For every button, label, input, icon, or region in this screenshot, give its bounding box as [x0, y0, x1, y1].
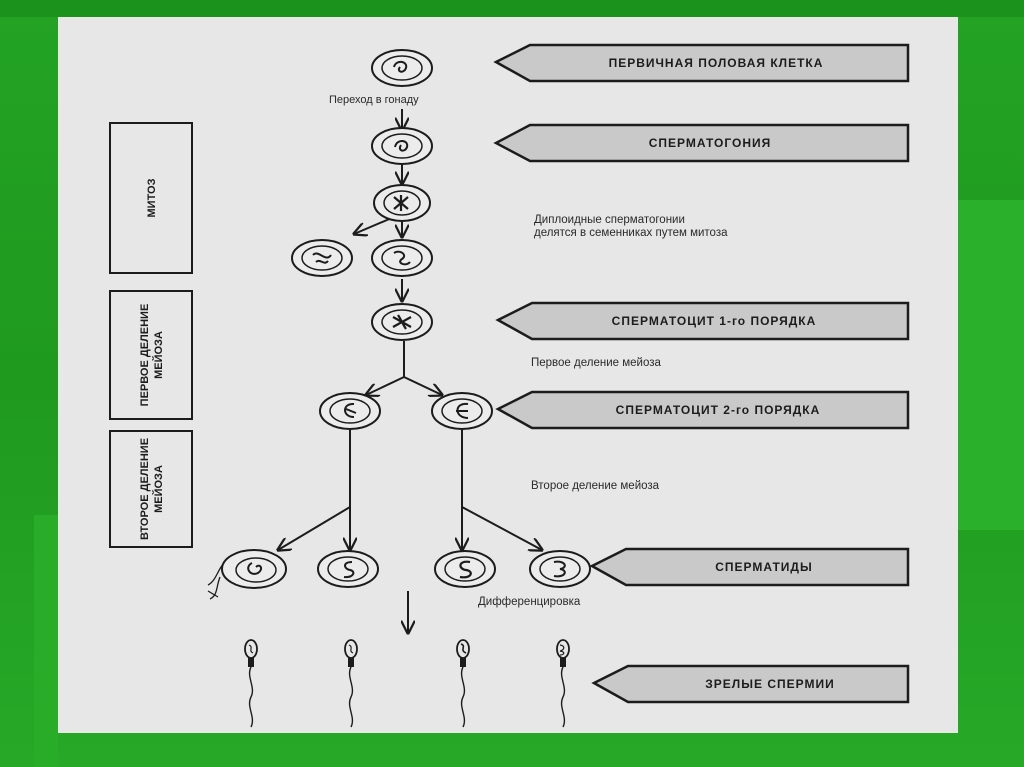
banner-spermatocyte-2-label: СПЕРМАТОЦИТ 2-го ПОРЯДКА [616, 403, 821, 417]
label-diploid-line1: Диплоидные сперматогонии [534, 214, 685, 226]
banner-spermatocyte-1: СПЕРМАТОЦИТ 1-го ПОРЯДКА [495, 301, 910, 341]
spermatogenesis-diagram: МИТОЗ ПЕРВОЕ ДЕЛЕНИЕ МЕЙОЗА ВТОРОЕ ДЕЛЕН… [109, 43, 910, 728]
background-band-top [0, 0, 1024, 17]
diagram-slide: МИТОЗ ПЕРВОЕ ДЕЛЕНИЕ МЕЙОЗА ВТОРОЕ ДЕЛЕН… [58, 17, 958, 733]
cells [207, 49, 591, 600]
banner-spermatids-label: СПЕРМАТИДЫ [715, 560, 812, 574]
cell-spermatogonium-right [371, 239, 433, 277]
banner-mature-sperm-label: ЗРЕЛЫЕ СПЕРМИИ [705, 677, 834, 691]
cell-dividing-spermatogonium [373, 184, 431, 222]
sperm-1 [244, 639, 258, 728]
sperm-4 [556, 639, 570, 728]
cell-primordial [371, 49, 433, 87]
banner-mature-sperm: ЗРЕЛЫЕ СПЕРМИИ [591, 664, 910, 704]
banner-primordial-cell-label: ПЕРВИЧНАЯ ПОЛОВАЯ КЛЕТКА [609, 56, 824, 70]
arrow-meiosis-1-right [403, 376, 442, 395]
sperm-2 [344, 639, 358, 728]
background-band-right [958, 200, 1024, 530]
flow-arrows [278, 109, 542, 633]
arrow-right-branch-diagonal [461, 506, 542, 550]
side-box-meiosis-2-line1: ВТОРОЕ ДЕЛЕНИЕ [139, 438, 151, 540]
banner-spermatocyte-1-label: СПЕРМАТОЦИТ 1-го ПОРЯДКА [612, 314, 817, 328]
side-box-mitosis: МИТОЗ [109, 122, 193, 274]
cell-spermatocyte-2-right [431, 392, 493, 430]
label-differentiation: Дифференцировка [478, 596, 581, 608]
arrow-meiosis-1-left [366, 376, 405, 395]
cell-spermatocyte-2-left [319, 392, 381, 430]
label-second-meiosis: Второе деление мейоза [531, 480, 660, 492]
banner-spermatocyte-2: СПЕРМАТОЦИТ 2-го ПОРЯДКА [495, 390, 910, 430]
mature-sperm [244, 639, 570, 728]
cell-spermatocyte-1 [371, 303, 433, 341]
side-box-meiosis-2-line2: МЕЙОЗА [152, 465, 165, 513]
cell-spermatid-1 [207, 549, 287, 600]
cell-spermatogonium-left [291, 239, 353, 277]
side-box-meiosis-2: ВТОРОЕ ДЕЛЕНИЕ МЕЙОЗА [109, 430, 193, 548]
cell-spermatid-3 [434, 550, 496, 588]
side-box-meiosis-1-line1: ПЕРВОЕ ДЕЛЕНИЕ [139, 304, 151, 407]
arrow-mitosis-left [354, 216, 395, 234]
banner-spermatogonia: СПЕРМАТОГОНИЯ [493, 123, 910, 163]
background-band-left [34, 515, 58, 767]
cell-spermatid-2 [317, 550, 379, 588]
label-first-meiosis: Первое деление мейоза [531, 357, 661, 369]
banner-spermatogonia-label: СПЕРМАТОГОНИЯ [649, 136, 771, 150]
label-gonad-transfer: Переход в гонаду [329, 94, 419, 106]
sperm-3 [456, 639, 470, 728]
banner-primordial-cell: ПЕРВИЧНАЯ ПОЛОВАЯ КЛЕТКА [493, 43, 910, 83]
banner-spermatids: СПЕРМАТИДЫ [589, 547, 910, 587]
cell-spermatid-4 [529, 550, 591, 588]
side-box-mitosis-label: МИТОЗ [146, 178, 158, 217]
label-diploid-line2: делятся в семенниках путем митоза [534, 227, 728, 239]
side-box-meiosis-1: ПЕРВОЕ ДЕЛЕНИЕ МЕЙОЗА [109, 290, 193, 420]
side-box-meiosis-1-line2: МЕЙОЗА [152, 331, 165, 379]
cell-spermatogonium [371, 127, 433, 165]
arrow-left-branch-diagonal [278, 506, 351, 550]
